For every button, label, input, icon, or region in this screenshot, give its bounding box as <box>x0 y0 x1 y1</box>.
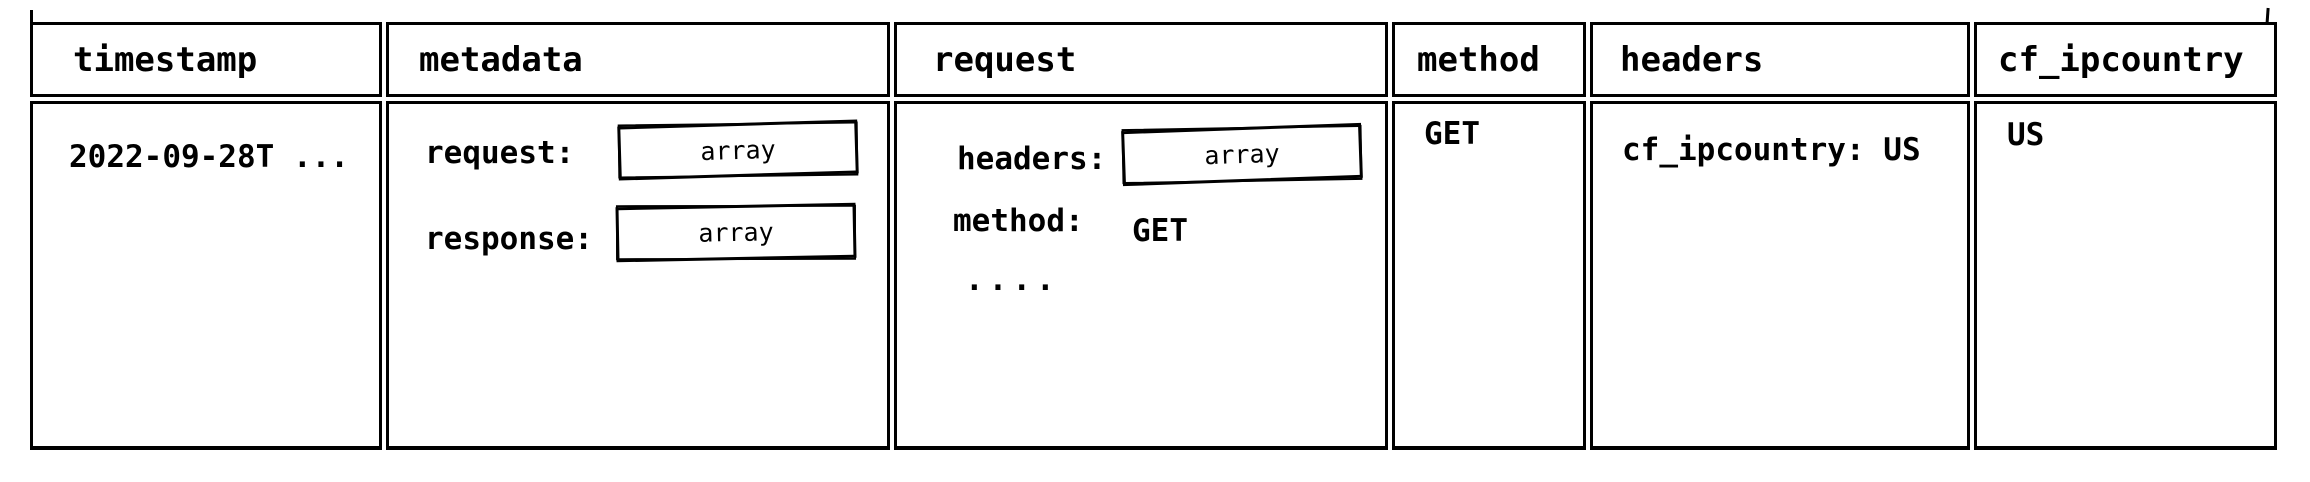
more-fields-ellipsis: .... <box>965 262 1060 298</box>
cell-timestamp: 2022-09-28T ... <box>30 101 382 450</box>
sketch-overshoot-mark <box>30 10 33 26</box>
column-header-label: request <box>933 39 1077 80</box>
field-key-method: method: <box>953 203 1084 239</box>
field-key-request: request: <box>425 135 575 171</box>
cell-metadata: request: array response: array <box>386 101 890 450</box>
array-chip-label: array <box>698 217 774 248</box>
array-chip: array <box>617 119 859 181</box>
field-value-method: GET <box>1132 213 1188 249</box>
column-header-label: timestamp <box>73 39 258 80</box>
method-value: GET <box>1424 116 1480 152</box>
column-header-method: method <box>1392 22 1586 97</box>
column-header-cf-ipcountry: cf_ipcountry <box>1974 22 2277 97</box>
column-header-timestamp: timestamp <box>30 22 382 97</box>
cf-ipcountry-value: US <box>2007 117 2045 153</box>
field-key-response: response: <box>425 221 593 257</box>
array-chip: array <box>1121 122 1363 187</box>
column-header-label: headers <box>1620 39 1764 80</box>
column-header-label: cf_ipcountry <box>1998 39 2244 80</box>
cell-method: GET <box>1392 101 1586 450</box>
column-header-metadata: metadata <box>386 22 890 97</box>
column-header-label: method <box>1417 39 1540 80</box>
field-key-headers: headers: <box>957 141 1107 177</box>
timestamp-value: 2022-09-28T ... <box>69 139 349 175</box>
array-chip-label: array <box>1203 138 1281 171</box>
column-header-label: metadata <box>419 39 583 80</box>
cell-cf-ipcountry: US <box>1974 101 2277 450</box>
headers-value: cf_ipcountry: US <box>1622 132 1921 168</box>
column-header-request: request <box>894 22 1388 97</box>
array-chip-label: array <box>699 134 777 166</box>
cell-request: headers: array method: GET .... <box>894 101 1388 450</box>
cell-headers: cf_ipcountry: US <box>1590 101 1970 450</box>
array-chip: array <box>615 202 857 263</box>
column-header-headers: headers <box>1590 22 1970 97</box>
